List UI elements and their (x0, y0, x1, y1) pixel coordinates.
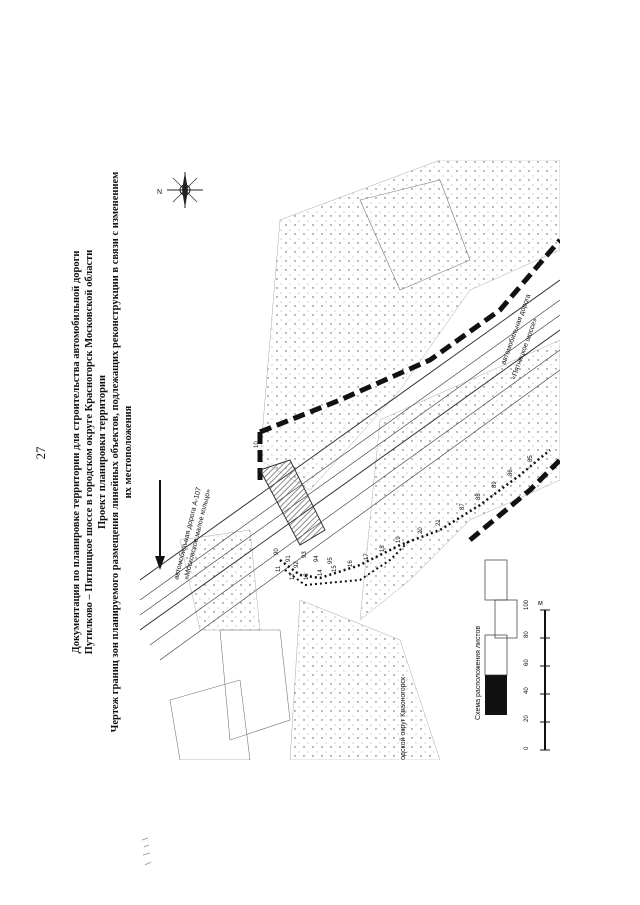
plot-outline (169, 679, 251, 760)
scale-tick-label: 20 (524, 715, 530, 722)
vegetation-area (359, 339, 560, 621)
point-number-label: 95 (328, 557, 334, 564)
scan-mark (141, 837, 152, 866)
point-number-label: 18 (380, 545, 386, 552)
title-line-5: их местоположения (123, 405, 134, 499)
point-number-label: 21 (436, 519, 442, 526)
title-line-3: Проект планировки территории (97, 374, 108, 530)
zone-boundary (468, 458, 560, 542)
road-corridor (140, 279, 560, 661)
point-number-label: 93 (302, 551, 308, 558)
page-number: 27 (33, 446, 48, 460)
point-number-label: 88 (476, 493, 482, 500)
drawing-title: Документация по планировке территории дл… (70, 82, 134, 822)
point-number-label: 9 (258, 456, 264, 460)
scale-tick-label: 40 (524, 687, 530, 694)
point-number-label: 92 (294, 561, 300, 568)
vegetation-area (289, 599, 441, 760)
inset-sheet (484, 559, 508, 601)
linear-object-boundary (284, 539, 411, 587)
title-line-4: Чертеж границ зон планируемого размещени… (110, 171, 121, 733)
sheet-layout-inset: Схема расположения листов (475, 559, 518, 720)
scale-unit: м (538, 600, 543, 607)
title-line-2: Путилково – Пятницкое шоссе в городском … (84, 249, 95, 655)
point-number-label: 89 (492, 481, 498, 488)
point-number-label: 86 (508, 469, 514, 476)
planning-map: N автомобильная дорога А-107 «Московское… (140, 160, 560, 760)
point-number-label: 87 (460, 503, 466, 510)
point-number-label: 94 (314, 555, 320, 562)
linear-object-boundary (279, 449, 551, 580)
plot-outline (359, 179, 471, 291)
point-number-label: 11 (276, 565, 282, 572)
point-number-label: 85 (528, 455, 534, 462)
point-number-label: 16 (348, 560, 354, 567)
plot-outline (219, 629, 291, 741)
point-number-label: 91 (286, 555, 292, 562)
svg-text:N: N (157, 189, 162, 196)
scale-tick-label: 60 (524, 659, 530, 666)
point-number-label: 10 (254, 441, 260, 448)
inset-sheet (484, 634, 508, 676)
point-number-label: 90 (274, 548, 280, 555)
scale-bar: 0 20 40 60 80 100 м (524, 599, 550, 751)
scale-tick-label: 80 (524, 631, 530, 638)
point-number-label: 17 (364, 553, 370, 560)
direction-arrow-icon (155, 480, 165, 570)
scale-tick-label: 100 (524, 599, 530, 610)
point-number-label: 12 (290, 573, 296, 580)
inset-sheet (494, 599, 518, 639)
title-line-1: Документация по планировке территории дл… (71, 250, 82, 654)
point-number-label: 15 (332, 565, 338, 572)
inset-sheet-active (485, 675, 507, 715)
point-number-label: 13 (304, 573, 310, 580)
zone-boundary (259, 238, 560, 435)
point-number-label: 20 (418, 527, 424, 534)
point-number-label: 14 (318, 569, 324, 576)
compass-rose-icon: N (157, 172, 203, 208)
district-label: городской округ Красногорск (399, 676, 407, 760)
point-number-label: 19 (396, 536, 402, 543)
scale-tick-label: 0 (524, 746, 530, 750)
hatched-bridge (259, 459, 326, 546)
inset-title: Схема расположения листов (475, 626, 482, 720)
